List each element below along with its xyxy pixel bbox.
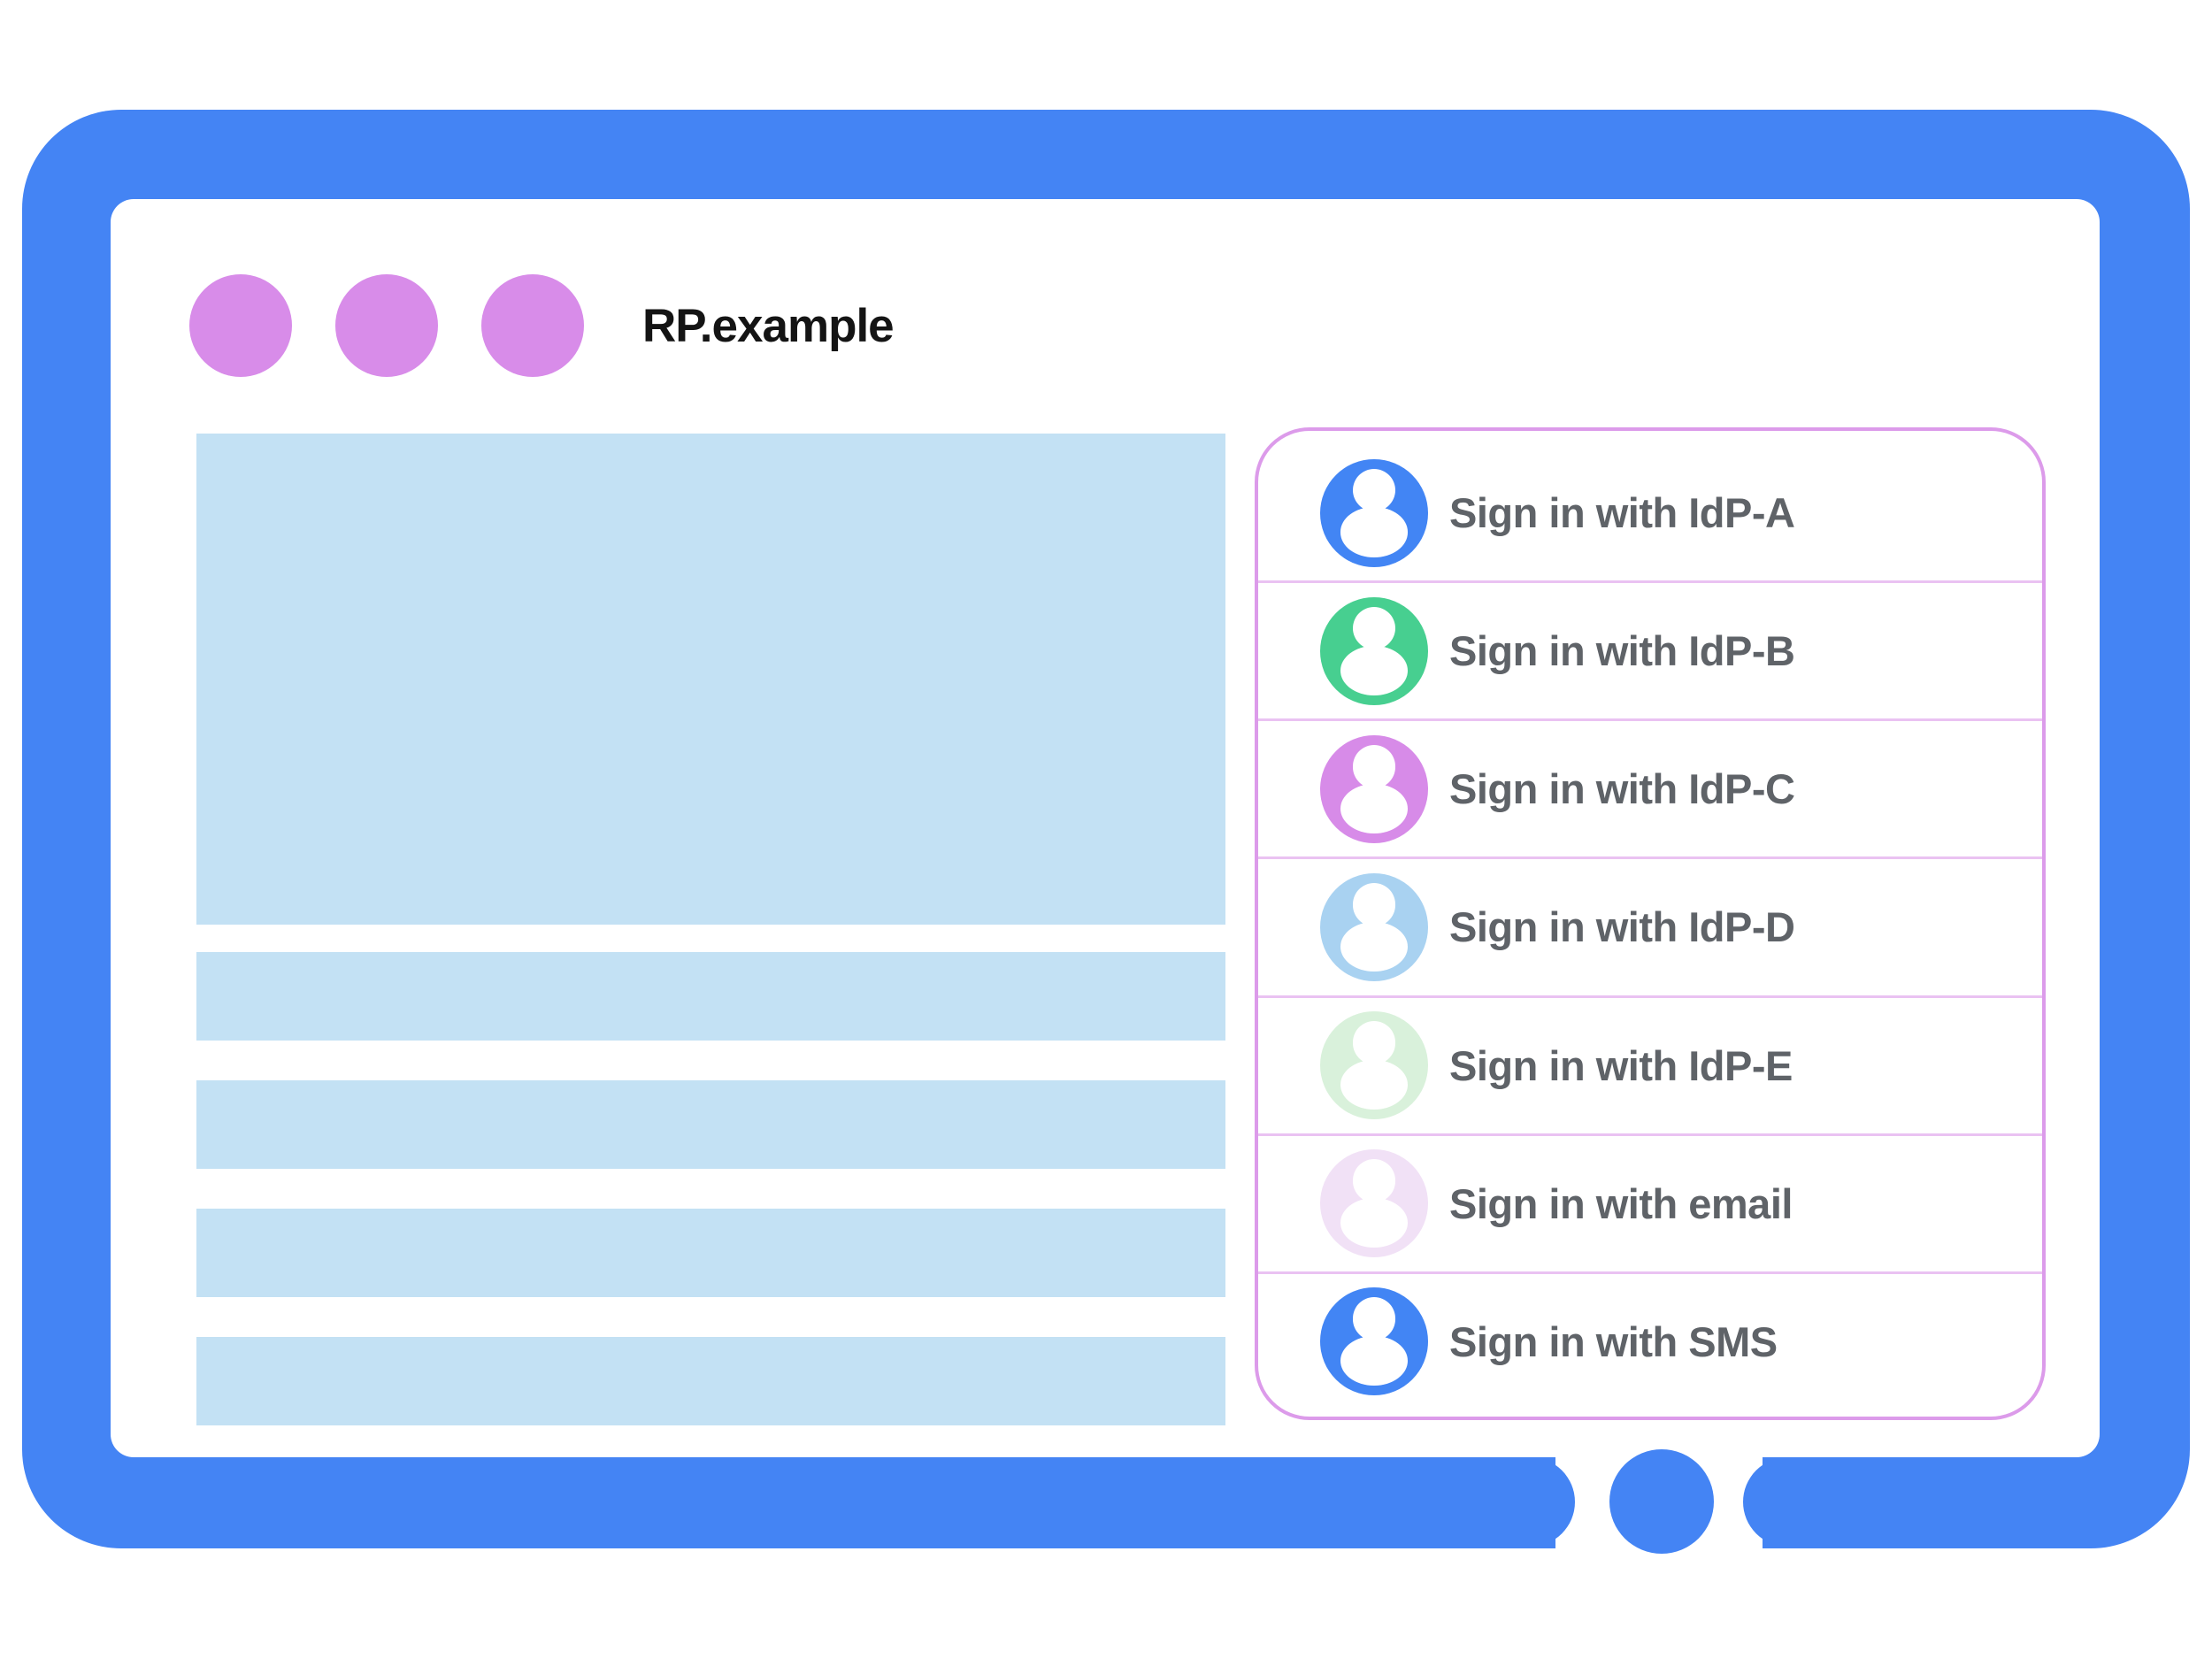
signin-option-idp-c[interactable]: Sign in with IdP-C [1258,718,2042,856]
user-avatar-icon [1320,1011,1428,1120]
content-line-placeholder [196,1337,1225,1425]
signin-option-label: Sign in with IdP-B [1449,627,1795,675]
signin-option-label: Sign in with SMS [1449,1317,1778,1365]
window-control-dot[interactable] [189,274,292,377]
bottom-bar-left-end [1485,1457,1575,1547]
window-controls [189,274,584,377]
window-control-dot[interactable] [335,274,438,377]
user-avatar-icon [1320,1149,1428,1258]
content-line-placeholder [196,1209,1225,1297]
signin-option-idp-e[interactable]: Sign in with IdP-E [1258,995,2042,1133]
signin-option-label: Sign in with email [1449,1179,1793,1227]
window-control-dot[interactable] [481,274,584,377]
signin-option-idp-b[interactable]: Sign in with IdP-B [1258,580,2042,718]
user-avatar-icon [1320,872,1428,981]
page-title: RP.example [642,299,895,352]
signin-option-sms[interactable]: Sign in with SMS [1258,1271,2042,1409]
user-avatar-icon [1320,734,1428,843]
user-avatar-icon [1320,596,1428,705]
signin-option-email[interactable]: Sign in with email [1258,1133,2042,1271]
content-line-placeholder [196,952,1225,1041]
signin-option-label: Sign in with IdP-D [1449,903,1795,951]
signin-option-idp-d[interactable]: Sign in with IdP-D [1258,856,2042,995]
user-avatar-icon [1320,1287,1428,1396]
bottom-bar-right-end [1743,1457,1833,1547]
user-avatar-icon [1320,458,1428,567]
content-line-placeholder [196,1080,1225,1169]
signin-option-label: Sign in with IdP-E [1449,1041,1793,1089]
signin-option-idp-a[interactable]: Sign in with IdP-A [1258,445,2042,580]
signin-chooser-panel: Sign in with IdP-A Sign in with IdP-B Si… [1255,427,2046,1420]
signin-option-label: Sign in with IdP-A [1449,489,1795,537]
hero-placeholder [196,434,1225,925]
home-button-circle [1609,1449,1714,1554]
signin-option-label: Sign in with IdP-C [1449,765,1795,813]
